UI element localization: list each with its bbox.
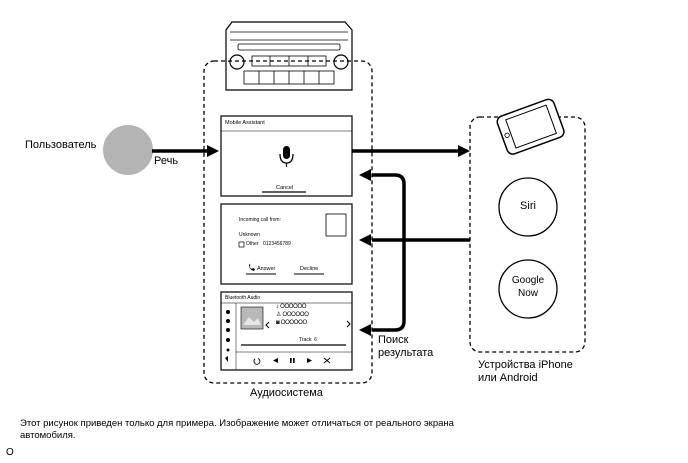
- playback-controls: [253, 357, 331, 365]
- audio-system-label: Аудиосистема: [250, 387, 323, 399]
- microphone-icon: [279, 146, 294, 167]
- phone-type-icon: [238, 241, 245, 248]
- track-artist-value: OOOOOO: [282, 312, 309, 318]
- audio-system-boundary: [203, 60, 373, 384]
- track-number: 6: [314, 337, 317, 343]
- caller-name: Unknown: [239, 232, 260, 238]
- incoming-call-title: Incoming call from:: [239, 217, 281, 223]
- incoming-call-screen: [220, 203, 353, 285]
- track-info-row-2: ♙ OOOOOO: [276, 312, 309, 318]
- track-label: Track 6: [299, 337, 317, 344]
- decline-button: Decline: [300, 266, 319, 272]
- next-page-icon: [346, 320, 351, 328]
- track-info-row-1: ♪ OOOOOO: [276, 304, 307, 310]
- user-label: Пользователь: [25, 139, 97, 151]
- track-label-text: Track: [299, 337, 312, 343]
- number-type: Other: [246, 241, 259, 247]
- track-album-value: OOOOOO: [280, 320, 308, 326]
- google-now-label-line2: Now: [517, 288, 538, 299]
- footnote: Этот рисунок приведен только для примера…: [20, 418, 454, 441]
- cancel-button: Cancel: [276, 185, 294, 191]
- user-avatar: [103, 125, 153, 175]
- album-art-graphic: [243, 317, 261, 325]
- request-arrow-to-phone: [352, 145, 470, 157]
- phone-answer-icon: [249, 263, 255, 271]
- search-result-label-line1: Поиск: [378, 334, 409, 346]
- siri-circle: [498, 177, 558, 237]
- track-info-row-3: ◙ OOOOOO: [276, 320, 308, 326]
- search-result-arrowheads: [359, 169, 371, 336]
- previous-page-icon: [265, 321, 270, 329]
- google-now-label-line1: Google: [511, 275, 545, 286]
- mobile-assistant-screen: [220, 115, 353, 197]
- bluetooth-audio-screen: [220, 291, 353, 371]
- caller-number: 0123456789: [263, 241, 291, 247]
- bluetooth-audio-title: Bluetooth Audio: [225, 295, 261, 301]
- head-unit-illustration: [225, 21, 353, 91]
- search-result-label-line2: результата: [378, 347, 434, 359]
- caller-photo-placeholder: [325, 213, 347, 237]
- google-now-circle: [498, 259, 558, 319]
- answer-button: Answer: [257, 266, 276, 272]
- siri-label: Siri: [520, 200, 536, 212]
- speech-arrow: [152, 145, 219, 157]
- speech-label: Речь: [154, 155, 179, 167]
- audio-source-icons: [225, 310, 230, 362]
- corner-marker: O: [6, 447, 14, 458]
- mobile-assistant-title: Mobile Assistant: [225, 120, 265, 126]
- devices-label-line1: Устройства iPhone: [478, 359, 573, 371]
- search-result-arrows: [372, 173, 470, 332]
- devices-label-line2: или Android: [478, 372, 538, 384]
- devices-boundary: [469, 116, 586, 353]
- track-title-value: OOOOOO: [280, 304, 307, 310]
- album-art: [240, 306, 264, 330]
- smartphone-icon: [496, 98, 565, 155]
